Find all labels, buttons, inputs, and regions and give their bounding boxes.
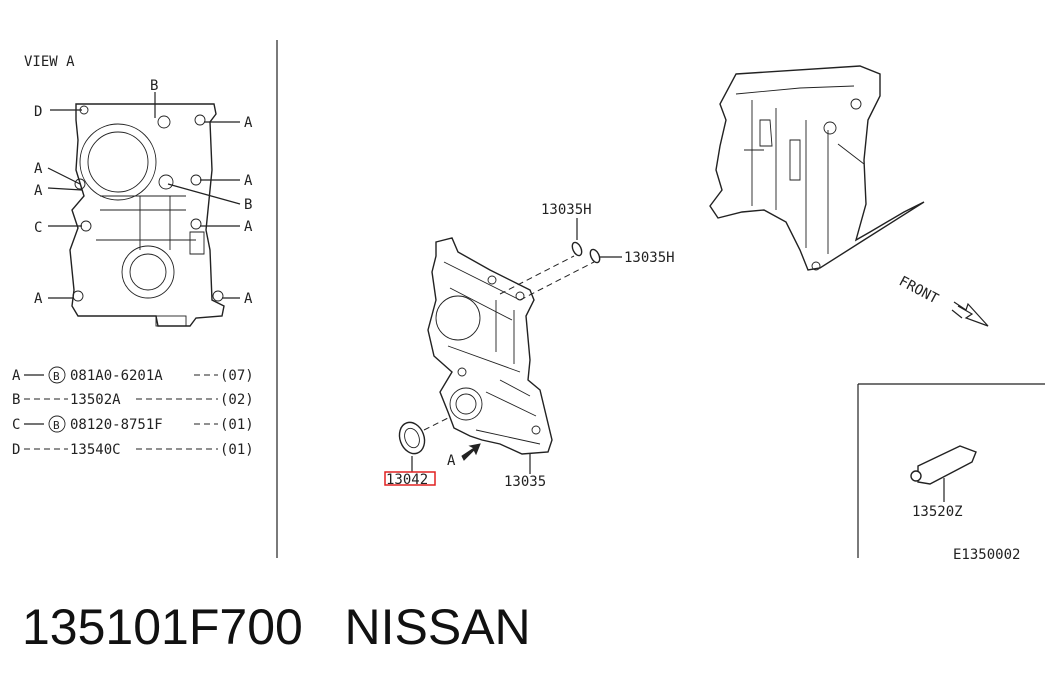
svg-text:B: B [53,419,60,432]
callout-c: C [34,220,42,236]
svg-text:D: D [12,442,20,458]
callout-a-upper-right: A [244,115,253,131]
view-a-title: VIEW A [24,54,75,70]
legend-row-a: A B 081A0-6201A (07) [12,366,254,384]
highlight-box [384,471,436,486]
label-arrow-a: A [447,453,456,469]
brand-name: NISSAN [344,599,531,655]
view-a-callouts: B D A A A A A B C A A [34,78,253,307]
view-a-leaders [47,92,241,299]
callout-a-left-2: A [34,183,43,199]
sealant-tube-13520z [910,445,977,502]
svg-text:B: B [12,392,20,408]
callout-b-top: B [150,78,158,94]
label-13035h-top: 13035H [541,202,592,218]
engine-block-drawing [709,65,925,271]
label-13520z: 13520Z [912,504,963,520]
circled-b-icon [48,415,66,433]
fastener-legend: A B 081A0-6201A (07) B 13502A (02) C B 0… [12,366,254,458]
diagram-code: E1350002 [953,547,1020,563]
callout-a-left-1: A [34,161,43,177]
oil-seal-13042 [398,421,426,472]
label-13035h-right: 13035H [624,250,675,266]
svg-text:(02): (02) [220,392,254,408]
svg-text:(01): (01) [220,417,254,433]
label-13042: 13042 [386,472,428,488]
circled-b-icon [48,366,66,384]
svg-text:B: B [53,370,60,383]
legend-row-c: C B 08120-8751F (01) [12,415,254,433]
label-front: FRONT [896,273,941,307]
svg-text:(07): (07) [220,368,254,384]
dowel-pins-13035h [571,218,622,264]
callout-b-right: B [244,197,252,213]
legend-row-d: D 13540C (01) [12,442,254,458]
part-number: 135101F700 [22,599,303,655]
view-a-cover-drawing [69,103,225,327]
svg-text:C: C [12,417,20,433]
svg-text:13540C: 13540C [70,442,121,458]
callout-a-lower-left: A [34,291,43,307]
svg-text:08120-8751F: 08120-8751F [70,417,163,433]
legend-row-b: B 13502A (02) [12,392,254,408]
inset-box [857,383,1045,558]
front-cover-drawing [427,237,553,455]
callout-a-lower-right: A [244,291,253,307]
callout-a-right-2: A [244,173,253,189]
callout-d: D [34,104,42,120]
svg-text:13502A: 13502A [70,392,121,408]
svg-text:081A0-6201A: 081A0-6201A [70,368,163,384]
part-caption: 135101F700 NISSAN [22,598,531,656]
svg-text:A: A [12,368,21,384]
view-a-arrow-icon [461,443,481,461]
label-13035: 13035 [504,474,546,490]
callout-a-right-3: A [244,219,253,235]
svg-text:(01): (01) [220,442,254,458]
front-arrow-icon [951,301,989,327]
guide-lines [423,255,595,431]
